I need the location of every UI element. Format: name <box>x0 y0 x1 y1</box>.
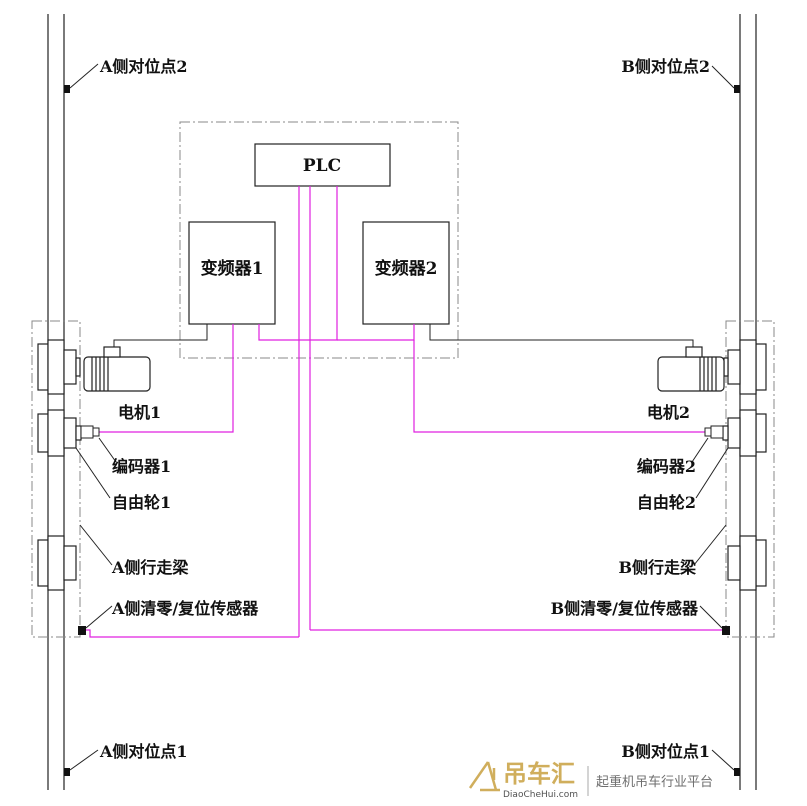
encoder-1-label: 编码器1 <box>112 457 171 476</box>
motor-1-label: 电机1 <box>118 403 161 422</box>
a-beam-label: A侧行走梁 <box>111 558 189 577</box>
plc-box <box>254 143 391 187</box>
power-wiring <box>113 324 694 350</box>
b-side-rail <box>739 14 757 790</box>
encoder-2 <box>704 425 724 439</box>
inverter-2-label: 变频器2 <box>375 258 438 279</box>
encoder-2-label: 编码器2 <box>637 457 696 476</box>
watermark-slogan: 起重机吊车行业平台 <box>596 774 713 790</box>
crane-logo-icon <box>468 761 500 792</box>
controller-frame <box>179 121 459 359</box>
label-leaders <box>75 437 729 629</box>
motor-2-label: 电机2 <box>647 403 690 422</box>
a-side-rail <box>47 14 65 790</box>
encoder-1 <box>80 425 100 439</box>
inverter-1-box <box>188 221 276 325</box>
inverter-2-box <box>362 221 450 325</box>
a-trolley-frame <box>31 320 81 638</box>
b-point-1-marker <box>734 768 740 776</box>
motor-1 <box>83 346 151 392</box>
a-side-wheels <box>37 339 82 591</box>
a-point-2-label: A侧对位点2 <box>99 57 188 76</box>
a-point-1-marker <box>64 768 70 776</box>
watermark-brand: 吊车汇 <box>503 760 575 788</box>
watermark: 吊车汇 DiaoCheHui.com 起重机吊车行业平台 <box>468 760 713 800</box>
a-sensor-marker <box>78 626 86 635</box>
b-point-2-marker <box>734 85 740 93</box>
b-sensor-marker <box>722 626 730 635</box>
b-point-1-label: B侧对位点1 <box>621 742 710 761</box>
plc-label: PLC <box>303 156 341 176</box>
motor-2 <box>657 346 725 392</box>
a-point-1-label: A侧对位点1 <box>99 742 188 761</box>
a-point-2-marker <box>64 85 70 93</box>
a-sensor-label: A侧清零/复位传感器 <box>111 599 259 618</box>
watermark-domain: DiaoCheHui.com <box>503 790 578 800</box>
b-point-2-label: B侧对位点2 <box>621 57 710 76</box>
b-sensor-label: B侧清零/复位传感器 <box>551 599 699 618</box>
inverter-1-label: 变频器1 <box>201 258 264 279</box>
signal-wiring <box>84 186 722 638</box>
free-wheel-1-label: 自由轮1 <box>112 493 171 512</box>
free-wheel-2-label: 自由轮2 <box>637 493 696 512</box>
b-trolley-frame <box>725 320 775 638</box>
b-beam-label: B侧行走梁 <box>618 558 697 577</box>
b-side-wheels <box>722 339 767 591</box>
